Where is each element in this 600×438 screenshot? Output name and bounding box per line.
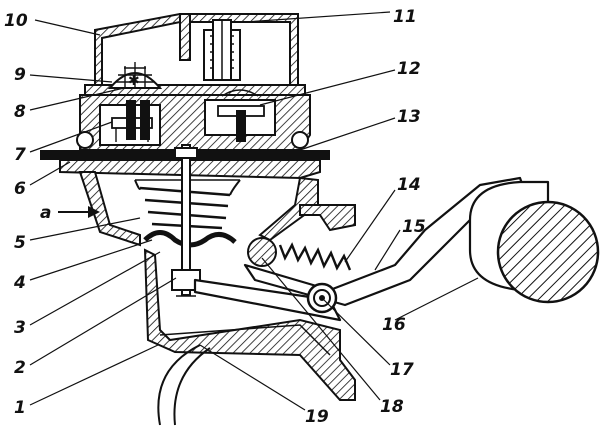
- inlet-valve: [111, 100, 153, 142]
- callout-8: 8: [14, 102, 26, 122]
- callout-17: 17: [390, 360, 414, 380]
- callout-18: 18: [380, 397, 404, 417]
- callout-13: 13: [397, 107, 421, 127]
- screw-11: [203, 19, 241, 81]
- return-spring: [247, 237, 352, 271]
- callout-2: 2: [14, 358, 26, 378]
- leader-lines: [29, 11, 479, 411]
- callout-9: 9: [14, 65, 26, 85]
- pump-rod: [171, 144, 201, 297]
- callout-19: 19: [305, 407, 329, 427]
- outlet-valve: [217, 89, 265, 142]
- filter-mesh: ✱: [107, 62, 163, 89]
- callout-14: 14: [397, 175, 421, 195]
- callout-3: 3: [14, 318, 26, 338]
- callout-4: 4: [13, 273, 26, 293]
- callout-11: 11: [393, 7, 417, 27]
- svg-text:✱: ✱: [128, 73, 140, 89]
- lower-housing: [78, 171, 356, 401]
- arrow-label: a: [40, 203, 51, 223]
- callout-1: 1: [14, 398, 26, 418]
- fuel-pipe: [157, 344, 211, 426]
- flow-arrow: a: [40, 203, 100, 223]
- camshaft: [468, 180, 600, 304]
- callout-6: 6: [14, 179, 26, 199]
- callout-15: 15: [402, 217, 426, 237]
- callout-7: 7: [14, 145, 26, 165]
- callout-16: 16: [382, 315, 406, 335]
- callout-10: 10: [4, 11, 28, 31]
- callout-5: 5: [14, 233, 26, 253]
- callout-12: 12: [397, 59, 421, 79]
- callout-labels: 10 9 8 7 6 5 4 3 2 1 11 12 13 14 15 16 1…: [4, 7, 426, 427]
